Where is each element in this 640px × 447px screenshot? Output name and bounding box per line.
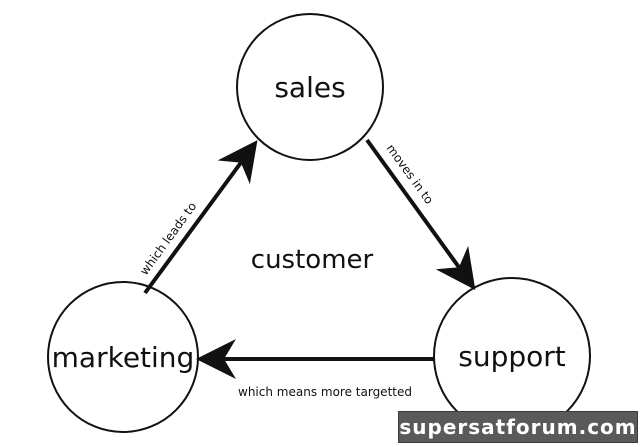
edge-sales-to-support — [365, 138, 476, 290]
node-sales: sales — [236, 13, 384, 161]
node-sales-circle — [236, 13, 384, 161]
node-marketing: marketing — [47, 281, 199, 433]
node-marketing-label: marketing — [52, 341, 195, 374]
node-support: support — [433, 277, 591, 435]
edge-marketing-to-sales — [143, 140, 258, 295]
center-label: customer — [251, 245, 374, 275]
edge-label-marketing-to-sales: which leads to — [137, 199, 199, 277]
node-sales-label: sales — [274, 71, 345, 104]
watermark-text: supersatforum.com — [399, 415, 637, 439]
edge-label-support-to-marketing: which means more targetted — [238, 385, 412, 399]
watermark-badge: supersatforum.com — [398, 411, 638, 443]
node-support-label: support — [458, 340, 566, 373]
